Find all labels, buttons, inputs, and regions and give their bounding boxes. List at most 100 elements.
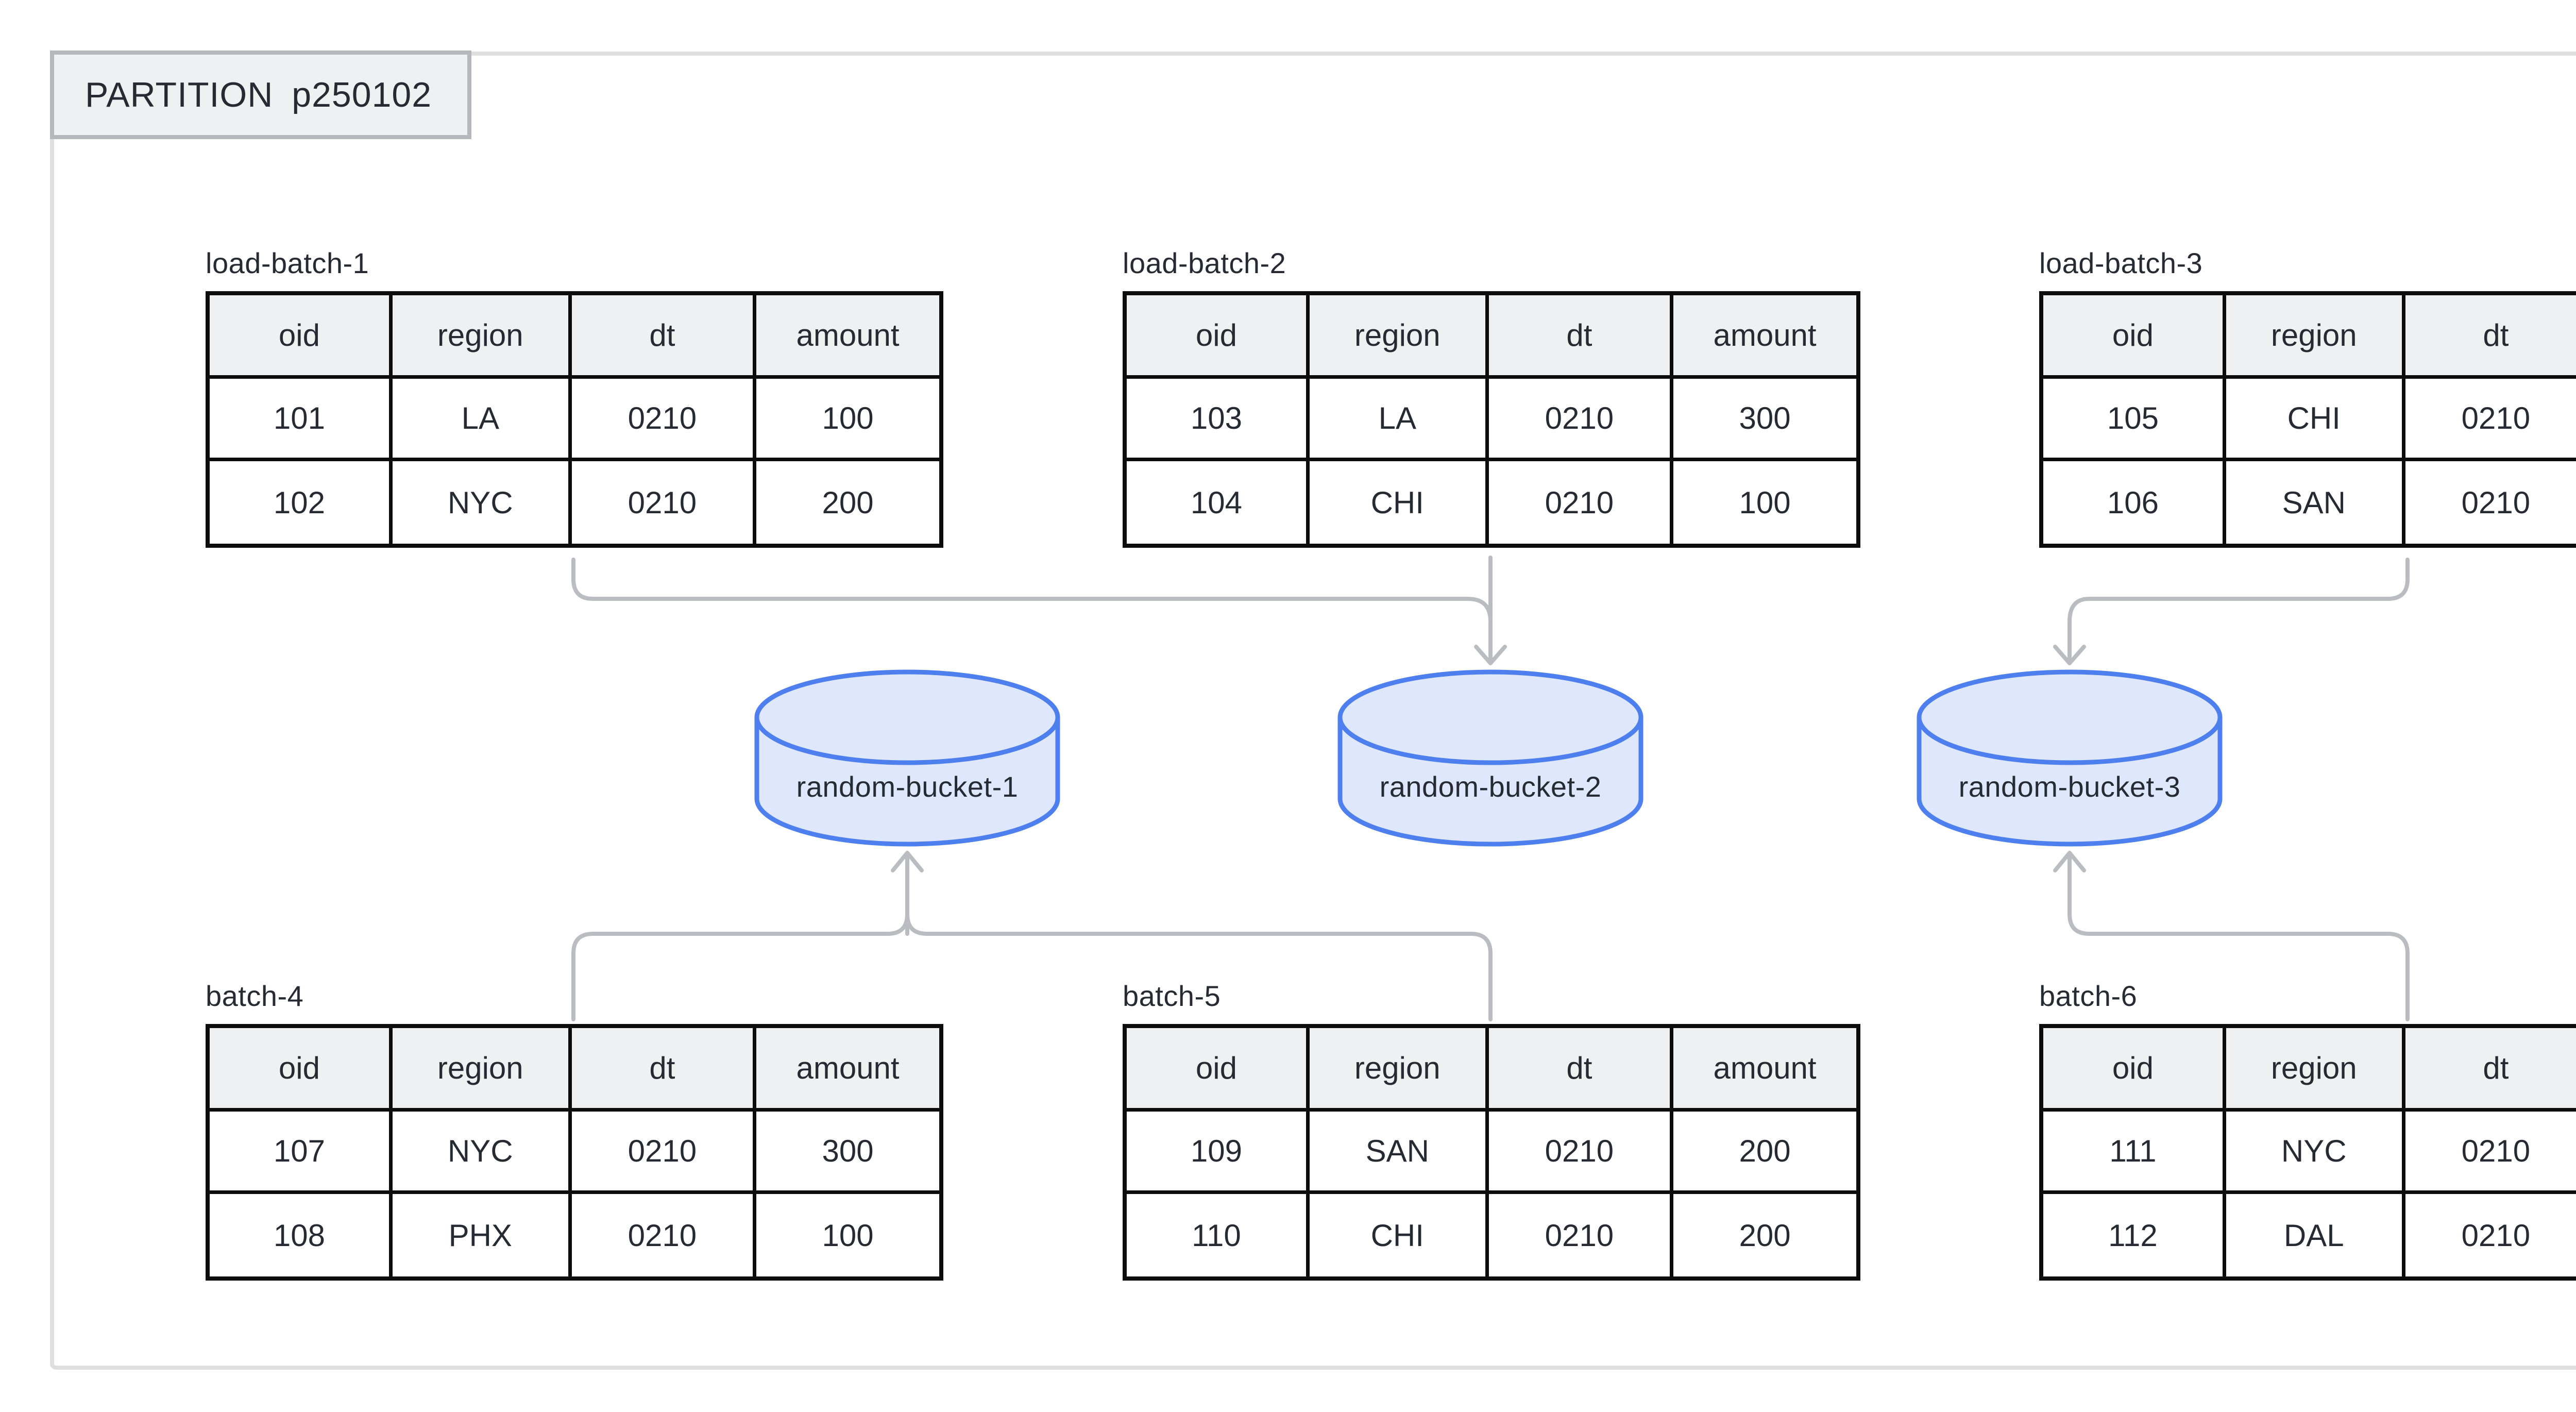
table-cell: 106 [2043,461,2226,544]
table-cell: 0210 [571,1194,757,1276]
column-header: oid [210,1028,393,1112]
column-header: dt [571,295,757,379]
edge-load-batch-3-to-random-bucket-3 [2067,558,2410,663]
table-cell: 110 [1127,1194,1310,1276]
data-table: oid region dt amount 101 LA 0210 100 102… [206,291,943,548]
bucket-label: random-bucket-2 [1379,770,1602,803]
table-cell: 100 [756,379,939,461]
table-title: batch-6 [2039,980,2138,1012]
column-header: region [2226,1028,2405,1112]
table-cell: 0210 [1488,461,1674,544]
table-title: batch-4 [206,980,304,1012]
table-cell: 100 [1673,461,1856,544]
edge-load-batch-1-to-random-bucket-2 [571,558,1493,632]
column-header: oid [1127,295,1310,379]
edge-batch-6-to-random-bucket-3 [2067,853,2410,1021]
table-title: load-batch-1 [206,247,369,279]
table-cell: CHI [2226,379,2405,461]
table-cell: 0210 [2405,379,2576,461]
table-cell: 0210 [1488,1194,1674,1276]
table-cell: 300 [756,1112,939,1194]
column-header: oid [210,295,393,379]
table-cell: 0210 [1488,379,1674,461]
table-cell: 300 [1673,379,1856,461]
table-batch-4: batch-4 oid region dt amount 107 NYC 021… [206,979,943,1281]
column-header: dt [1488,295,1674,379]
arrowhead-down-random-bucket-2 [1474,645,1507,665]
column-header: region [392,295,572,379]
table-title: load-batch-2 [1123,247,1286,279]
partition-title: PARTITION p250102 [85,75,432,114]
data-table: oid region dt amount 109 SAN 0210 200 11… [1123,1024,1860,1281]
data-table: oid region dt amount 107 NYC 0210 300 10… [206,1024,943,1281]
table-cell: 0210 [1488,1112,1674,1194]
column-header: dt [2405,1028,2576,1112]
table-cell: SAN [1309,1112,1489,1194]
column-header: oid [2043,295,2226,379]
table-cell: DAL [2226,1194,2405,1276]
bucket-random-bucket-1: random-bucket-1 [748,667,1067,852]
table-cell: CHI [1309,461,1489,544]
column-header: dt [1488,1028,1674,1112]
edge-batch-4-to-random-bucket-1 [571,912,909,1021]
table-cell: NYC [392,461,572,544]
bucket-label: random-bucket-3 [1958,770,2181,803]
arrowhead-up-random-bucket-3 [2053,851,2086,872]
data-table: oid region dt amount 105 CHI 0210 200 10… [2039,291,2576,548]
table-cell: 112 [2043,1194,2226,1276]
column-header: amount [1673,1028,1856,1112]
partition-title-box: PARTITION p250102 [50,51,471,139]
table-cell: 103 [1127,379,1310,461]
table-cell: 100 [756,1194,939,1276]
table-title: batch-5 [1123,980,1221,1012]
table-cell: NYC [2226,1112,2405,1194]
table-cell: NYC [392,1112,572,1194]
table-cell: 0210 [2405,1112,2576,1194]
table-load-batch-1: load-batch-1 oid region dt amount 101 LA… [206,246,943,548]
arrowhead-down-random-bucket-3 [2053,645,2086,665]
table-title: load-batch-3 [2039,247,2203,279]
table-cell: 0210 [571,379,757,461]
table-cell: 200 [1673,1194,1856,1276]
partition-frame [50,52,2576,1370]
table-cell: 101 [210,379,393,461]
table-batch-6: batch-6 oid region dt amount 111 NYC 021… [2039,979,2576,1281]
table-cell: LA [1309,379,1489,461]
data-table: oid region dt amount 103 LA 0210 300 104… [1123,291,1860,548]
table-cell: 111 [2043,1112,2226,1194]
table-load-batch-2: load-batch-2 oid region dt amount 103 LA… [1123,246,1860,548]
table-cell: 109 [1127,1112,1310,1194]
table-cell: 0210 [571,1112,757,1194]
column-header: oid [2043,1028,2226,1112]
table-cell: 0210 [571,461,757,544]
table-cell: SAN [2226,461,2405,544]
table-cell: 107 [210,1112,393,1194]
edge-batch-5-to-random-bucket-1 [905,912,1493,1021]
data-table: oid region dt amount 111 NYC 0210 100 11… [2039,1024,2576,1281]
arrowhead-up-random-bucket-1 [891,851,924,872]
table-cell: 108 [210,1194,393,1276]
database-cylinder-icon [754,669,1060,847]
column-header: oid [1127,1028,1310,1112]
column-header: region [2226,295,2405,379]
table-cell: 0210 [2405,461,2576,544]
column-header: dt [2405,295,2576,379]
column-header: amount [1673,295,1856,379]
table-cell: 105 [2043,379,2226,461]
column-header: region [1309,1028,1489,1112]
table-cell: 200 [1673,1112,1856,1194]
bucket-random-bucket-3: random-bucket-3 [1910,667,2229,852]
table-cell: 102 [210,461,393,544]
database-cylinder-icon [1917,669,2223,847]
column-header: amount [756,1028,939,1112]
column-header: dt [571,1028,757,1112]
table-batch-5: batch-5 oid region dt amount 109 SAN 021… [1123,979,1860,1281]
bucket-label: random-bucket-1 [796,770,1019,803]
database-cylinder-icon [1337,669,1643,847]
table-cell: PHX [392,1194,572,1276]
table-cell: LA [392,379,572,461]
column-header: region [1309,295,1489,379]
table-cell: 0210 [2405,1194,2576,1276]
